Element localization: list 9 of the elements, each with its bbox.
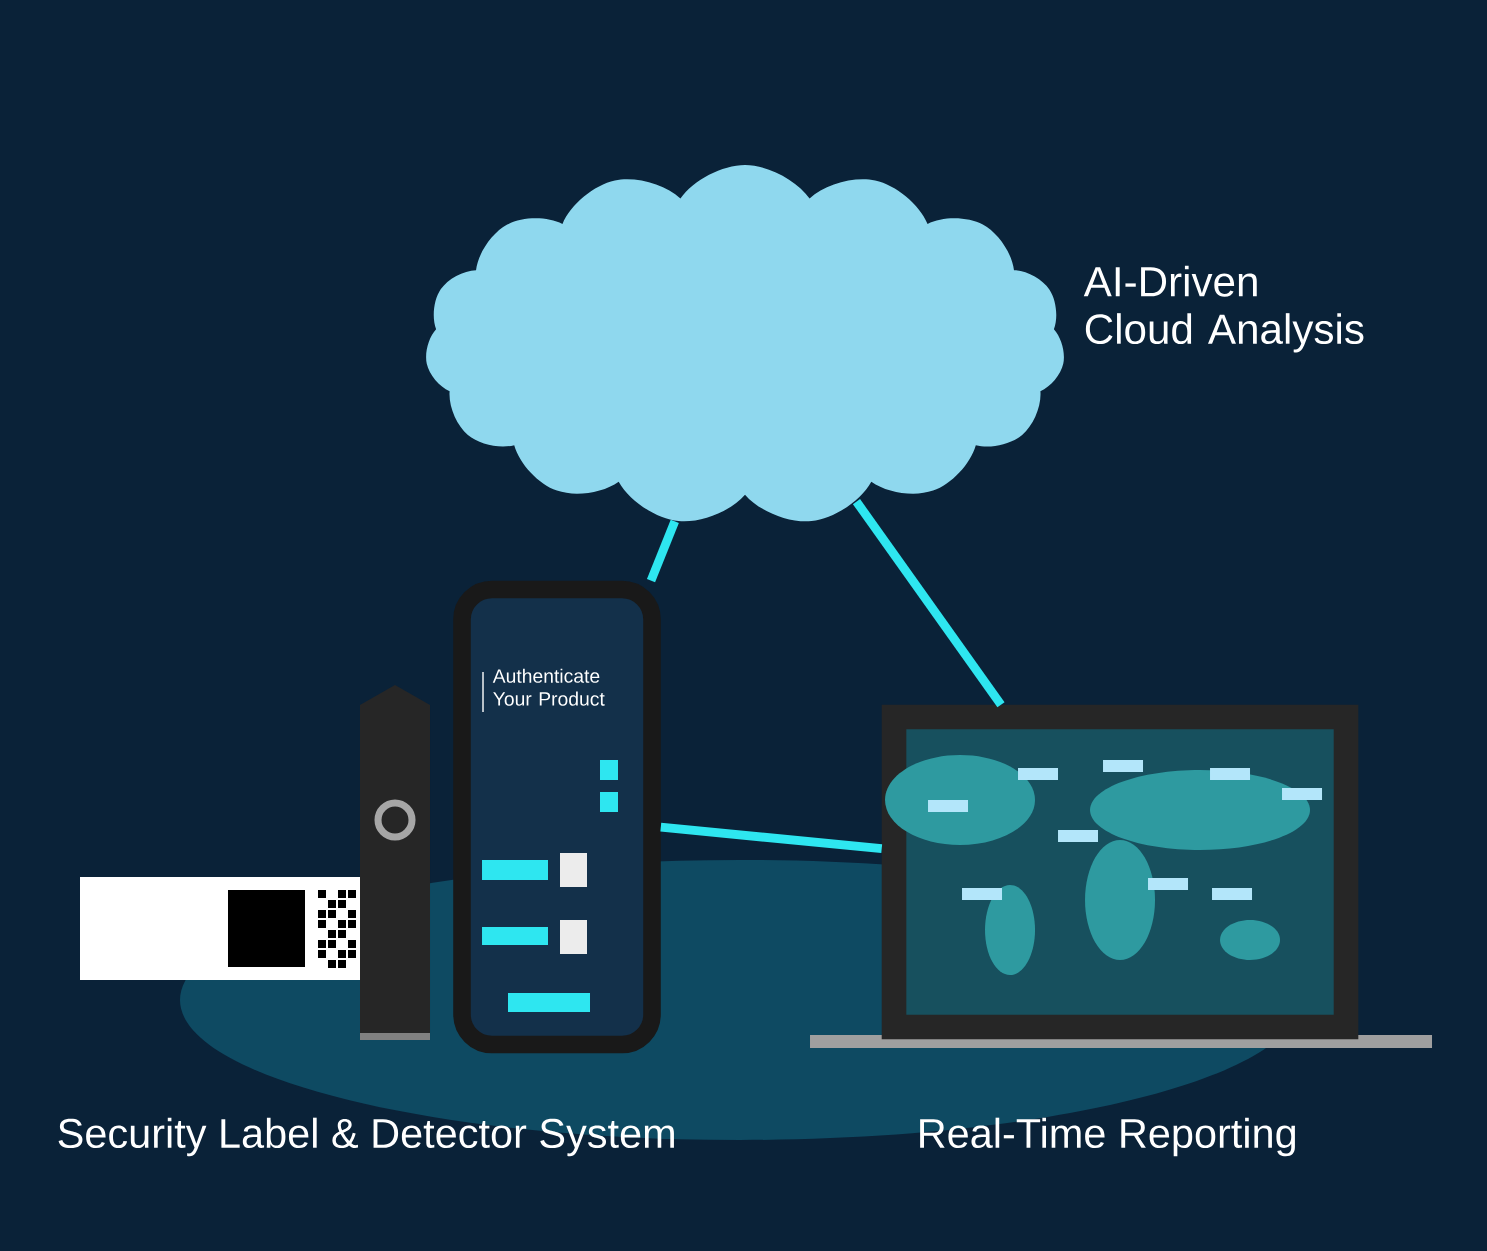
node-label: Security Label & Detector System	[58, 1117, 674, 1157]
connector-line	[852, 499, 1005, 708]
connector-line	[646, 519, 679, 583]
cloud-drawing	[426, 165, 1064, 522]
phone-drawing	[453, 580, 661, 1054]
connector-line	[660, 822, 883, 854]
screen-heading: Authenticate Your Product	[492, 668, 605, 706]
node-label: Real-Time Reporting	[920, 1117, 1295, 1157]
node-label: AI-Driven Cloud Analysis	[1083, 265, 1364, 353]
